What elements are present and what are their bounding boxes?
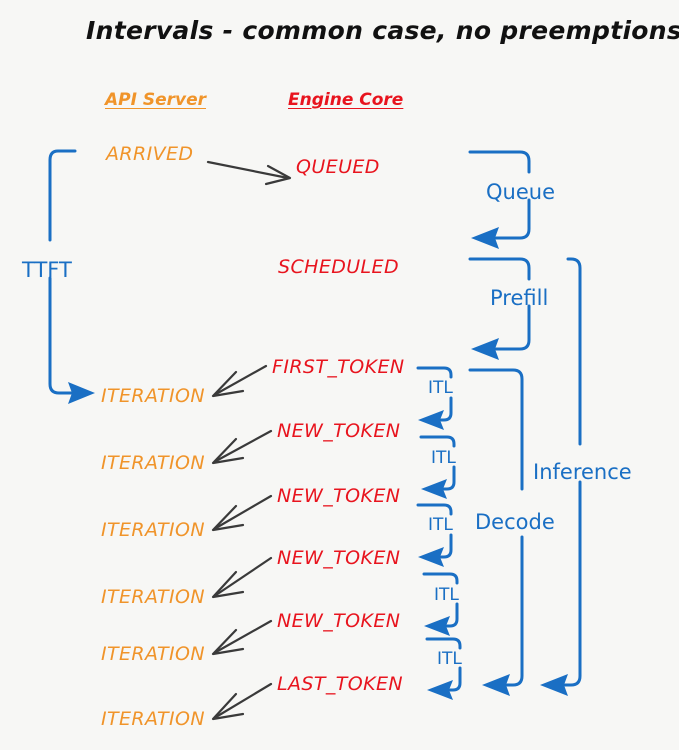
iteration-row-4: ITERATION: [101, 586, 206, 608]
bracket-itl-3: [416, 503, 453, 567]
bracket-itl-2: [419, 435, 456, 499]
arrow-token-to-iteration-5: [211, 619, 273, 656]
iteration-row-2: ITERATION: [101, 452, 206, 474]
iteration-row-6: ITERATION: [101, 708, 206, 730]
interval-label-ttft: TTFT: [22, 258, 72, 282]
iteration-row-1: ITERATION: [101, 385, 206, 407]
bracket-prefill: [468, 257, 531, 360]
bracket-queue: [468, 150, 531, 249]
arrow-arrived-to-queued: [206, 160, 292, 186]
iteration-row-5: ITERATION: [101, 643, 206, 665]
interval-label-queue: Queue: [486, 180, 555, 204]
interval-label-itl-4: ITL: [434, 585, 459, 605]
token-event-last-token: LAST_TOKEN: [277, 673, 403, 695]
arrow-token-to-iteration-6: [211, 682, 273, 721]
arrow-token-to-iteration-3: [211, 494, 273, 532]
interval-label-inference: Inference: [533, 460, 632, 484]
bracket-itl-4: [422, 572, 459, 636]
token-event-new-token-4: NEW_TOKEN: [277, 610, 401, 632]
iteration-row-3: ITERATION: [101, 519, 206, 541]
interval-label-itl-1: ITL: [428, 378, 453, 398]
bracket-inference: [540, 257, 582, 696]
state-queued: QUEUED: [296, 156, 380, 178]
column-header-api-server: API Server: [105, 90, 207, 110]
bracket-decode: [468, 368, 524, 696]
arrow-token-to-iteration-1: [211, 364, 268, 398]
token-event-new-token-1: NEW_TOKEN: [277, 420, 401, 442]
arrow-token-to-iteration-2: [211, 429, 273, 465]
state-arrived: ARRIVED: [106, 143, 194, 165]
page-title: Intervals - common case, no preemptions: [86, 16, 679, 45]
bracket-itl-1: [416, 366, 453, 430]
arrow-token-to-iteration-4: [211, 556, 273, 599]
bracket-ttft: [48, 149, 95, 404]
bracket-itl-5: [425, 637, 462, 700]
interval-label-prefill: Prefill: [490, 286, 549, 310]
interval-label-itl-5: ITL: [437, 649, 462, 669]
token-event-first-token: FIRST_TOKEN: [272, 356, 405, 378]
token-event-new-token-3: NEW_TOKEN: [277, 547, 401, 569]
interval-label-itl-3: ITL: [428, 515, 453, 535]
interval-label-decode: Decode: [475, 510, 555, 534]
token-event-new-token-2: NEW_TOKEN: [277, 485, 401, 507]
state-scheduled: SCHEDULED: [278, 256, 399, 278]
interval-label-itl-2: ITL: [431, 448, 456, 468]
column-header-engine-core: Engine Core: [288, 90, 404, 110]
